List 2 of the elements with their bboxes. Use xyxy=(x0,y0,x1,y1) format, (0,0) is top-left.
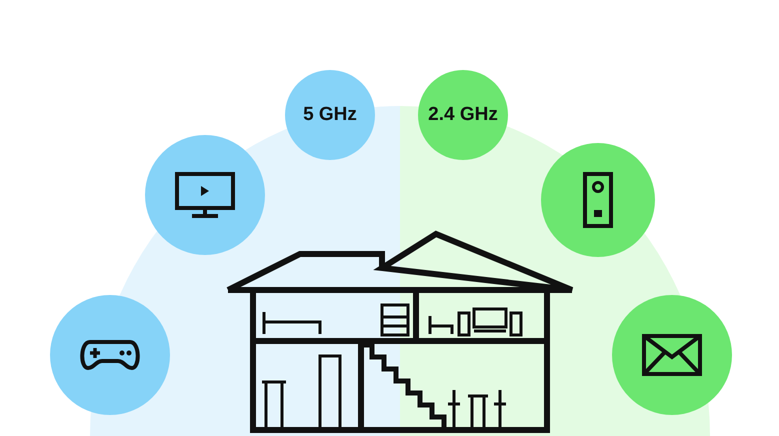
band-label: 5 GHz xyxy=(303,104,357,126)
band-label: 2.4 GHz xyxy=(428,104,498,126)
